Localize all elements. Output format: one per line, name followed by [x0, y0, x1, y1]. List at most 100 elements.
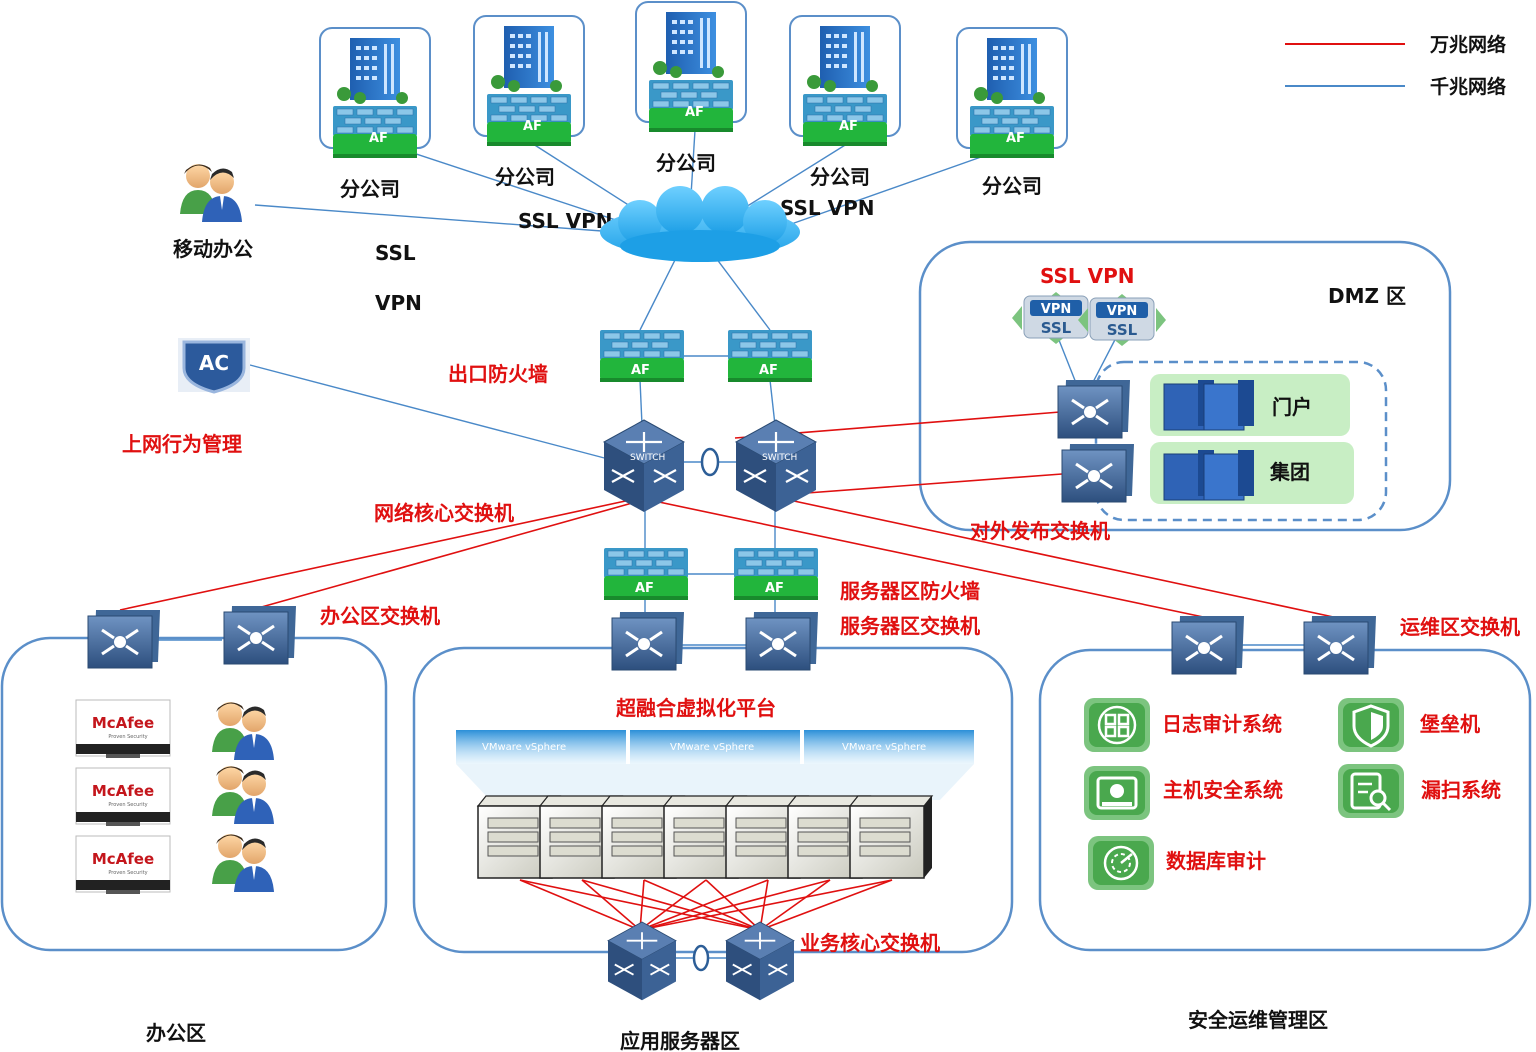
vsphere-label: VMware vSphere [670, 742, 754, 753]
mcafee-sub: Proven Security [108, 802, 147, 808]
vsphere-block-3: VMware vSphere [804, 730, 974, 764]
business-core-switch-1 [607, 921, 677, 1002]
internet-cloud-icon [600, 186, 800, 262]
group-label: 集团 [1269, 460, 1310, 484]
host-security-icon [1084, 766, 1150, 820]
portal-server-group: 门户 [1150, 374, 1350, 436]
portal-label: 门户 [1272, 395, 1312, 419]
branch-firewall-label: AF [839, 119, 858, 134]
office-zone [0, 636, 388, 952]
office-switch-label: 办公区交换机 [320, 604, 440, 628]
branch-label-3: 分公司 [656, 151, 716, 175]
branch-label-1: 分公司 [340, 177, 400, 201]
server-switch-label: 服务器区交换机 [840, 614, 980, 638]
ops-zone-title: 安全运维管理区 [1188, 1008, 1328, 1032]
mobile-label: 移动办公 [173, 237, 253, 261]
vsphere-label: VMware vSphere [482, 742, 566, 753]
server-switch-1 [610, 610, 686, 672]
host-security-label: 主机安全系统 [1163, 778, 1283, 802]
shield-icon [1338, 698, 1404, 752]
branch-firewall-label: AF [685, 105, 704, 120]
branch-label-5: 分公司 [982, 174, 1042, 198]
server-zone [412, 646, 1014, 954]
ssl-vpn-appliance-1: VPN SSL [1012, 292, 1100, 344]
branch-office-1: AF [320, 28, 430, 158]
vsphere-block-1: VMware vSphere [456, 730, 626, 764]
server-tower-icon [1163, 450, 1254, 501]
mobile-user-icon [180, 164, 242, 222]
branch-label-4: 分公司 [810, 165, 870, 189]
ops-switch-label: 运维区交换机 [1400, 615, 1520, 639]
office-user-icon-1 [212, 702, 274, 760]
server-tower-icon [1163, 380, 1254, 431]
antivirus-monitor-3: McAfee Proven Security [75, 835, 171, 895]
log-audit-label: 日志审计系统 [1162, 712, 1282, 736]
vuln-scan-icon [1338, 764, 1404, 818]
office-zone-title: 办公区 [146, 1021, 206, 1045]
link-aggregation-ring [700, 447, 720, 477]
mcafee-brand: McAfee [92, 782, 154, 800]
dmz-vpn-label: SSL VPN [1040, 264, 1135, 288]
core-switch-label: 网络核心交换机 [374, 501, 514, 525]
dmz-switch-2 [1060, 442, 1136, 504]
ac-shield-icon: AC [178, 338, 250, 394]
mcafee-brand: McAfee [92, 714, 154, 732]
server-firewall-af: AF [765, 581, 784, 596]
ssl-badge: SSL [1041, 319, 1072, 337]
core-switch-tag: SWITCH [762, 453, 797, 463]
dmz-switch-1 [1056, 378, 1132, 440]
office-switch-1 [86, 608, 162, 670]
office-user-icon-3 [212, 834, 274, 892]
vpn-label-left: SSL VPN [518, 209, 613, 233]
server-firewall-label: 服务器区防火墙 [840, 579, 980, 603]
ssl-label: SSL [375, 241, 416, 265]
branch-firewall-label: AF [523, 119, 542, 134]
gigabit-links [152, 129, 1304, 646]
branch-office-3: AF [636, 2, 746, 132]
group-server-group: 集团 [1150, 442, 1354, 504]
exit-firewall-label: 出口防火墙 [448, 362, 548, 386]
exit-firewall-af: AF [759, 363, 778, 378]
mcafee-brand: McAfee [92, 850, 154, 868]
server-zone-title: 应用服务器区 [620, 1029, 740, 1052]
ops-switch-1 [1170, 614, 1246, 676]
vsphere-label: VMware vSphere [842, 742, 926, 753]
dmz-inner-zone [1094, 360, 1388, 522]
branch-office-4: AF [790, 16, 900, 146]
exit-firewall-1: AF [599, 329, 685, 383]
database-audit-label: 数据库审计 [1166, 849, 1266, 873]
log-audit-icon [1084, 698, 1150, 752]
dmz-zone [918, 240, 1452, 532]
dmz-switch-label: 对外发布交换机 [970, 519, 1110, 543]
server-firewall-2: AF [733, 547, 819, 601]
antivirus-monitor-1: McAfee Proven Security [75, 699, 171, 759]
legend: 万兆网络 千兆网络 [1285, 33, 1506, 98]
business-switch-label: 业务核心交换机 [800, 931, 940, 955]
branch-label-2: 分公司 [495, 165, 555, 189]
mcafee-sub: Proven Security [108, 870, 147, 876]
platform-label: 超融合虚拟化平台 [615, 696, 776, 720]
branch-firewall-label: AF [369, 131, 388, 146]
legend-1g-label: 千兆网络 [1430, 75, 1506, 98]
server-firewall-af: AF [635, 581, 654, 596]
antivirus-monitor-2: McAfee Proven Security [75, 767, 171, 827]
vuln-scan-label: 漏扫系统 [1421, 778, 1501, 802]
exit-firewall-af: AF [631, 363, 650, 378]
rack-server-7 [849, 795, 933, 879]
exit-firewall-2: AF [727, 329, 813, 383]
ssl-vpn-appliance-2: VPN SSL [1078, 294, 1166, 346]
office-user-icon-2 [212, 766, 274, 824]
server-firewall-1: AF [603, 547, 689, 601]
ops-zone [1038, 648, 1532, 952]
bastion-label: 堡垒机 [1420, 712, 1480, 736]
vpn-badge: VPN [1107, 304, 1137, 319]
ac-badge: AC [199, 351, 229, 375]
branch-office-5: AF [957, 28, 1067, 158]
vpn-label-right: SSL VPN [780, 196, 875, 220]
vsphere-block-2: VMware vSphere [630, 730, 800, 764]
ops-switch-2 [1302, 614, 1378, 676]
vsphere-layer: VMware vSphere VMware vSphere VMware vSp… [456, 730, 974, 800]
business-core-switch-2 [725, 921, 795, 1002]
ssl-badge: SSL [1107, 321, 1138, 339]
